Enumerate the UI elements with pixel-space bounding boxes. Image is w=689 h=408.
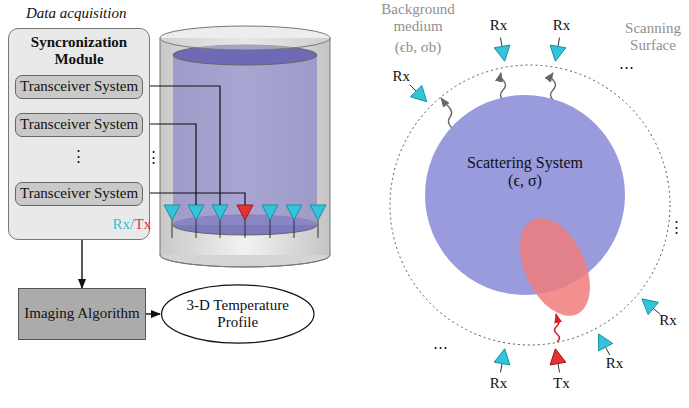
- node-text: Transceiver System: [20, 116, 138, 133]
- antenna-symbol: [164, 205, 180, 220]
- antenna-label: Rx: [490, 375, 508, 392]
- antenna-stem: [558, 38, 560, 47]
- cylinder-body: [160, 38, 330, 255]
- disk-outline: [425, 95, 625, 295]
- antenna-label: Rx: [659, 312, 677, 329]
- antenna-symbol: [642, 299, 659, 315]
- scattering-disk: Scattering System(ϵ, σ): [425, 95, 625, 295]
- antenna-symbol: [262, 205, 278, 220]
- node-text: Imaging Algorithm: [24, 305, 139, 322]
- antenna-symbol: [310, 205, 326, 220]
- antenna-stem: [318, 219, 319, 238]
- wave-arrow: [441, 98, 452, 128]
- process-box: Imaging Algorithm: [18, 288, 146, 340]
- note-label: Scanning Surface: [620, 20, 686, 55]
- antenna-stem: [172, 219, 173, 238]
- antenna-symbol: [237, 205, 253, 220]
- antenna-stem: [196, 219, 197, 238]
- antenna-symbol: [494, 45, 510, 61]
- antenna-stem: [270, 219, 271, 238]
- note-label: Background medium: [376, 1, 460, 36]
- antenna-stem: [606, 347, 610, 355]
- cylinder-edge: [330, 38, 331, 255]
- note-label: (ϵb, σb): [395, 39, 442, 56]
- antenna-label: Rx: [606, 355, 624, 372]
- antenna-symbol: [550, 45, 566, 61]
- antenna-stem: [410, 85, 416, 91]
- antenna-stem: [500, 38, 502, 47]
- node-text: Transceiver System: [20, 78, 138, 95]
- node-text: Transceiver System: [20, 185, 138, 202]
- antenna-stem: [500, 364, 502, 373]
- label: ⋮: [71, 148, 86, 165]
- label: Data acquisition: [26, 5, 126, 22]
- antenna-stem: [294, 219, 295, 238]
- antenna-stem: [220, 219, 221, 238]
- antenna-symbol: [494, 349, 510, 365]
- node-subtext: (ϵ, σ): [508, 172, 542, 190]
- transceiver-box: Transceiver System: [15, 182, 143, 206]
- antenna-symbol: [599, 334, 613, 351]
- antenna-label: Tx: [553, 375, 570, 392]
- label: Rx/Tx: [113, 216, 151, 233]
- antenna-label: ⋯: [619, 59, 634, 76]
- wave-arrow: [501, 73, 506, 100]
- hot-region: [506, 207, 604, 327]
- wire: [142, 193, 245, 205]
- scanning-surface: [390, 65, 670, 345]
- ellipse-shape: [162, 285, 314, 343]
- wave-arrow: [551, 73, 556, 100]
- antenna-label: Rx: [553, 17, 571, 34]
- transceiver-box: Transceiver System: [15, 75, 143, 99]
- antenna-label: Rx: [393, 68, 411, 85]
- label: ⋮: [146, 149, 161, 166]
- module-box: Syncronization ModuleTransceiver SystemT…: [8, 28, 150, 240]
- transceiver-box: Transceiver System: [15, 113, 143, 137]
- antenna-symbol: [212, 205, 228, 220]
- antenna-stem: [245, 219, 246, 238]
- antenna-symbol: [550, 349, 566, 365]
- cylinder-edge: [160, 38, 161, 255]
- node-text: Scattering System: [467, 154, 583, 172]
- wire: [142, 86, 220, 205]
- node-text: Syncronization Module: [9, 29, 149, 69]
- antenna-label: ⋯: [433, 339, 448, 356]
- antenna-symbol: [188, 205, 204, 220]
- output-ellipse: 3-D Temperature Profile: [160, 283, 316, 345]
- flow-arrow: [81, 240, 82, 288]
- transmit-wave: [555, 314, 560, 342]
- antenna-stem: [558, 364, 560, 373]
- node-text: 3-D Temperature Profile: [182, 297, 294, 332]
- antenna-symbol: [286, 205, 302, 220]
- antenna-label: Rx: [490, 17, 508, 34]
- label: ⋮: [669, 219, 684, 236]
- cylinder-rim: [160, 255, 330, 267]
- cylinder-top: [160, 26, 330, 50]
- antenna-symbol: [410, 85, 426, 101]
- flow-arrow: [146, 313, 160, 314]
